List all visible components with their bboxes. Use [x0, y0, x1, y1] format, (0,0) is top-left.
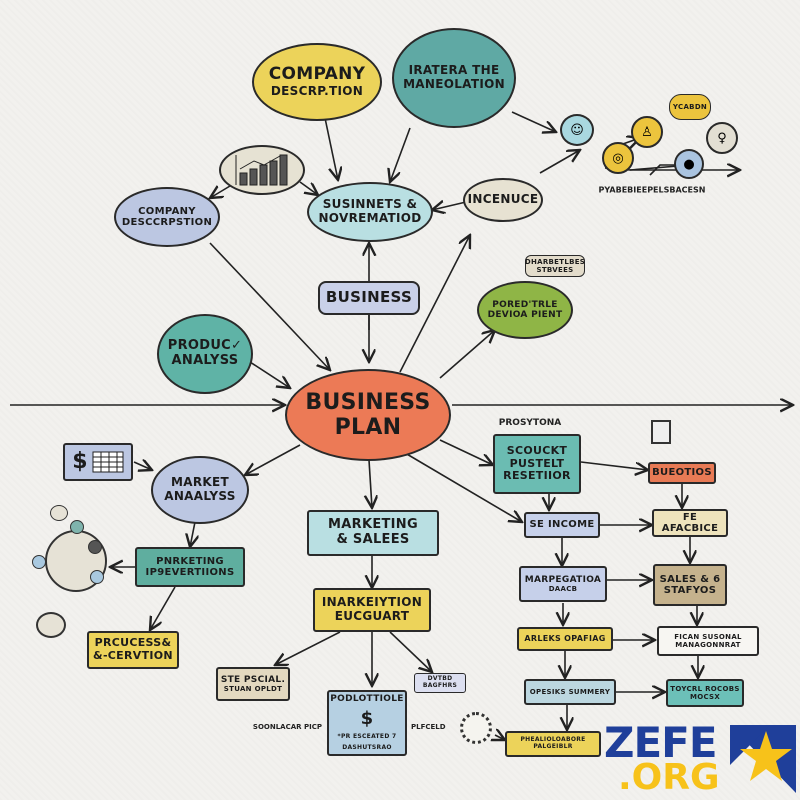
node-process-creation[interactable]: PRCUCESS& &-CERVTION: [87, 631, 179, 669]
lightbulb-icon[interactable]: ☺: [560, 114, 594, 146]
watermark-text-zefe: ZEFE: [604, 718, 718, 767]
prosytona-label: PROSYTONA: [498, 418, 562, 428]
node-fican[interactable]: FICAN SUSONAL MANAGONNRAT: [657, 626, 759, 656]
node-pheal[interactable]: PHEALIOLOABORE PALGEIBLR: [505, 731, 601, 757]
development-callout: DHARBETLBES STBVEES: [525, 255, 585, 277]
node-company-description-top[interactable]: COMPANY DESCRP.TION: [252, 43, 382, 121]
dollar-icon: $: [360, 707, 374, 729]
person-icon[interactable]: ♙: [631, 116, 663, 148]
node-product-analysis[interactable]: PRODUC✓ ANALYSS: [157, 314, 253, 394]
node-finance-icon[interactable]: $: [63, 443, 133, 481]
watermark-text-org: .ORG: [618, 757, 720, 798]
target-icon[interactable]: ◎: [602, 142, 634, 174]
node-marketing-sales[interactable]: MARKETING & SALEES: [307, 510, 439, 556]
node-scouckt[interactable]: SCOUCKT PUSTELT RESETIIOR: [493, 434, 581, 494]
speech-bubble-icon: [36, 612, 66, 638]
node-fe-afacbice[interactable]: FE AFACBICE: [652, 509, 728, 537]
podlottiole-right-label: PLFCELD: [411, 723, 446, 731]
node-se-income[interactable]: SE INCOME: [524, 512, 600, 538]
star-logo-icon: [730, 725, 796, 793]
node-business[interactable]: BUSINESS: [318, 281, 420, 315]
spreadsheet-icon: [92, 451, 124, 473]
node-arleks[interactable]: ARLEKS OPAFIAG: [517, 627, 613, 651]
node-toycrl[interactable]: TOYCRL ROCOBS MOCSX: [666, 679, 744, 707]
gear-icon: [460, 712, 492, 744]
node-susinnets[interactable]: SUSINNETS & NOVREMATIOD: [307, 182, 433, 242]
node-bueotios[interactable]: BUEOTIOS: [648, 462, 716, 484]
node-market-analysis[interactable]: MARKET ANAALYSS: [151, 456, 249, 524]
node-growth-chart[interactable]: [219, 145, 305, 195]
node-business-plan[interactable]: BUSINESS PLAN: [285, 369, 451, 461]
user-icon[interactable]: ♀: [706, 122, 738, 154]
bar-chart-icon: [235, 154, 288, 186]
node-inarkeytion[interactable]: INARKEIYTION EUCGUART: [313, 588, 431, 632]
node-sales-stafyos[interactable]: SALES & 6 STAFYOS: [653, 564, 727, 606]
document-icon: [651, 420, 671, 444]
node-marpegation[interactable]: MARPEGATIOA DAACB: [519, 566, 607, 602]
podlottiole-left-label: SOONLACAR PICP: [252, 723, 322, 731]
node-marketing-promotions[interactable]: PNRKETING IP9EVERTIIONS: [135, 547, 245, 587]
icons-callout: YCABDN: [669, 94, 711, 120]
node-development[interactable]: PORED'TRLE DEVIOA PIENT: [477, 281, 573, 339]
node-incenuce[interactable]: INCENUCE: [463, 178, 543, 222]
node-dvtbd[interactable]: DVTBD BAGFHRS: [414, 673, 466, 693]
dollar-icon: $: [72, 449, 88, 475]
node-opesiks[interactable]: OPESIKS SUMMERY: [524, 679, 616, 705]
node-podlottiole[interactable]: PODLOTTIOLE $ *PR ESCEATED 7 DASHUTSRAO: [327, 690, 407, 756]
node-special[interactable]: STE PSCIAL. STUAN OPLDT: [216, 667, 290, 701]
chat-icon[interactable]: ●: [674, 149, 704, 179]
network-map-icon: [30, 500, 110, 610]
node-company-description-left[interactable]: COMPANY DESCCRPSTION: [114, 187, 220, 247]
icons-caption: PYABEBIEEPELSBACESN: [598, 185, 706, 195]
node-iratera[interactable]: IRATERA THE MANEOLATION: [392, 28, 516, 128]
